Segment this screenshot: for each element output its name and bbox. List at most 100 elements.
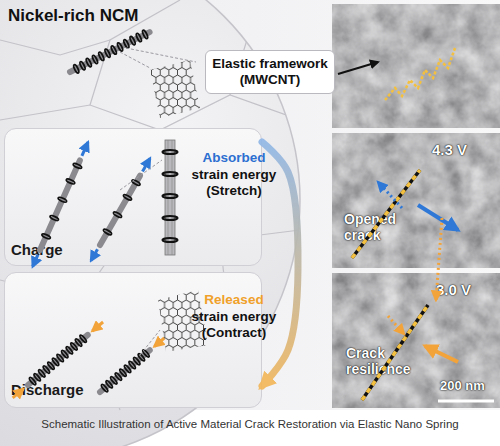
carbon-nanotube bbox=[143, 158, 151, 171]
carbon-nanotube bbox=[98, 52, 105, 61]
pointer-arrow bbox=[338, 62, 378, 74]
carbon-nanotube bbox=[28, 335, 88, 385]
carbon-nanotube bbox=[38, 369, 46, 378]
stretched-nanotube bbox=[168, 140, 169, 255]
zoom-guide bbox=[120, 160, 162, 190]
stretched-nanotube bbox=[163, 216, 178, 220]
carbon-nanotube bbox=[110, 376, 118, 385]
carbon-nanotube bbox=[29, 377, 37, 386]
carbon-nanotube bbox=[119, 368, 127, 377]
sem-image bbox=[332, 273, 500, 408]
stretched-nanotube bbox=[163, 150, 178, 242]
carbon-nanotube bbox=[33, 255, 38, 267]
process-label: Released bbox=[188, 292, 280, 308]
sem-image bbox=[332, 133, 500, 268]
carbon-nanotube bbox=[56, 354, 64, 363]
grain-boundaries bbox=[0, 40, 110, 55]
carbon-nanotube bbox=[85, 58, 92, 67]
carbon-nanotube bbox=[142, 30, 149, 39]
carbon-nanotube bbox=[73, 64, 80, 73]
carbon-nanotube bbox=[10, 319, 106, 402]
carbon-nanotube bbox=[103, 179, 141, 236]
carbon-nanotube bbox=[29, 334, 88, 385]
sem-panel: 4.3 VOpened crack bbox=[332, 133, 500, 268]
carbon-nanotube bbox=[52, 357, 60, 366]
strain-arrow bbox=[378, 182, 402, 208]
carbon-nanotube bbox=[87, 156, 154, 263]
carbon-nanotube bbox=[124, 364, 132, 373]
carbon-nanotube bbox=[68, 28, 152, 76]
strain-arrow bbox=[425, 346, 458, 362]
carbon-nanotube bbox=[110, 45, 117, 54]
carbon-nanotube bbox=[82, 142, 88, 156]
strain-arrow bbox=[418, 205, 458, 230]
stretched-nanotube bbox=[172, 140, 173, 255]
carbon-nanotube bbox=[137, 353, 145, 362]
carbon-nanotube bbox=[133, 357, 141, 366]
zoom-guide bbox=[126, 48, 196, 62]
carbon-nanotube bbox=[101, 384, 109, 393]
sem-panel: 3.0 VCrack resilience200 nm bbox=[332, 273, 500, 408]
carbon-nanotube bbox=[42, 365, 50, 374]
crack-trace bbox=[362, 305, 428, 400]
transition-arrow bbox=[436, 218, 442, 300]
carbon-nanotube bbox=[100, 176, 140, 245]
spring-trace bbox=[385, 48, 455, 100]
carbon-nanotube bbox=[70, 32, 150, 72]
carbon-nanotube bbox=[123, 39, 130, 48]
carbon-nanotube bbox=[58, 196, 68, 203]
carbon-nanotube bbox=[33, 373, 41, 382]
carbon-nanotube bbox=[40, 160, 80, 250]
carbon-nanotube bbox=[65, 346, 73, 355]
zoom-guide bbox=[120, 160, 162, 190]
carbon-nanotube bbox=[114, 372, 122, 381]
process-label: strain energy (Stretch) bbox=[188, 167, 280, 198]
crack-trace bbox=[362, 305, 428, 400]
carbon-nanotube bbox=[47, 361, 55, 370]
strain-arrow bbox=[388, 316, 404, 334]
carbon-nanotube bbox=[105, 380, 113, 389]
framework-label-box: Elastic framework (MWCNT) bbox=[205, 50, 335, 94]
graphene-lattice bbox=[150, 60, 200, 118]
stretched-nanotube bbox=[163, 140, 178, 255]
carbon-nanotube bbox=[41, 233, 51, 240]
sem-image bbox=[332, 4, 500, 128]
node-text: Charge bbox=[11, 241, 131, 258]
zoom-guide bbox=[120, 52, 150, 68]
carbon-nanotube bbox=[104, 48, 111, 57]
carbon-nanotube bbox=[129, 36, 136, 45]
zoom-guide bbox=[140, 330, 160, 355]
zoom-guide bbox=[120, 48, 196, 68]
crack-trace bbox=[352, 170, 420, 258]
node-text: 3.0 V bbox=[436, 281, 496, 298]
stretched-nanotube bbox=[163, 238, 178, 242]
node-text: Elastic framework (MWCNT) bbox=[206, 56, 334, 87]
carbon-nanotube bbox=[131, 179, 140, 186]
carbon-nanotube bbox=[41, 163, 82, 240]
carbon-nanotube bbox=[79, 334, 87, 343]
carbon-nanotube bbox=[135, 33, 142, 42]
node-text: Crack resilience bbox=[346, 345, 426, 377]
process-label: Absorbed bbox=[188, 150, 280, 166]
carbon-nanotube bbox=[73, 30, 149, 74]
carbon-nanotube bbox=[13, 389, 24, 398]
carbon-nanotube bbox=[103, 228, 112, 235]
crack-trace bbox=[362, 305, 428, 400]
carbon-nanotube bbox=[100, 350, 150, 392]
zoom-guide bbox=[140, 330, 160, 355]
carbon-nanotube bbox=[123, 194, 132, 201]
carbon-nanotube bbox=[79, 61, 86, 70]
stretched-nanotube bbox=[163, 150, 178, 154]
carbon-nanotube bbox=[92, 55, 99, 64]
carbon-nanotube bbox=[49, 215, 59, 222]
scale-bar bbox=[438, 400, 494, 403]
carbon-nanotube bbox=[128, 361, 136, 370]
carbon-nanotube bbox=[101, 349, 150, 393]
stretched-nanotube bbox=[165, 140, 175, 255]
carbon-nanotube bbox=[117, 42, 124, 51]
stretched-nanotube bbox=[163, 172, 178, 176]
stretched-nanotube bbox=[163, 194, 178, 198]
carbon-nanotube bbox=[97, 335, 167, 396]
